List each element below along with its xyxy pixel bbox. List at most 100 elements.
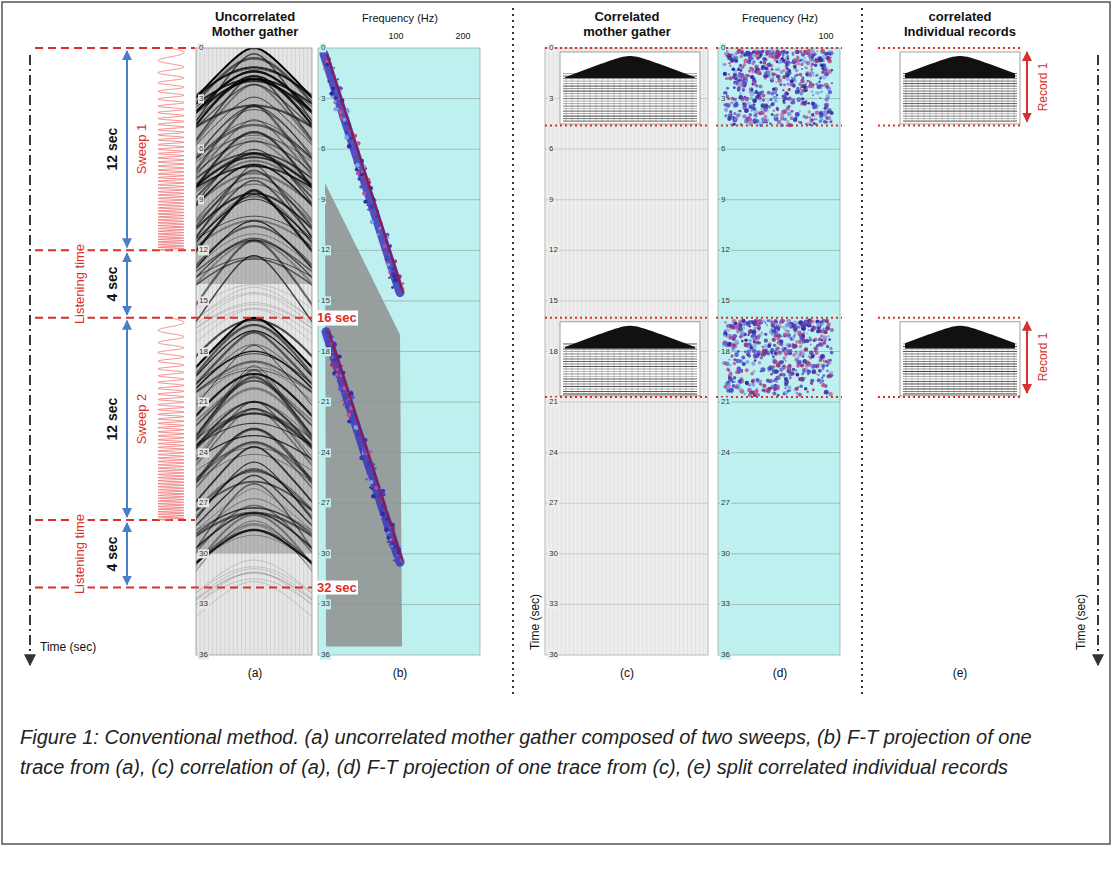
spectrum-dot	[818, 356, 820, 358]
spectrum-dot	[810, 379, 814, 383]
reflection-event	[196, 165, 312, 244]
spectrum-dot	[741, 356, 745, 360]
seismic-trace	[644, 348, 645, 393]
spectrum-dot	[805, 73, 808, 76]
seismic-trace	[662, 78, 663, 122]
record-stripe	[563, 383, 697, 384]
seismic-trace	[692, 78, 693, 122]
spectrum-dot	[792, 336, 795, 339]
record-stripe	[563, 81, 697, 82]
spectrum-dot	[815, 351, 819, 355]
spectrum-dot	[758, 330, 760, 332]
grid-line	[545, 300, 708, 301]
spectrum-dot	[341, 400, 343, 402]
spectrum-dot	[785, 360, 787, 362]
seismic-trace	[680, 78, 681, 122]
record-boundary	[545, 317, 710, 319]
spectrum-dot	[771, 68, 773, 70]
spectrum-dot	[813, 52, 817, 56]
spectrum-dot	[723, 341, 726, 344]
spectrum-dot	[357, 177, 360, 180]
spectrum-dot	[748, 113, 752, 117]
spectrum-dot	[804, 66, 807, 69]
reflection-event	[196, 572, 312, 608]
spectrum-dot	[808, 74, 812, 78]
spectrum-dot	[803, 340, 805, 342]
spectrum-dot	[768, 105, 771, 108]
spectrum-dot	[379, 233, 381, 235]
seismic-trace	[966, 78, 967, 122]
seismic-trace	[1002, 348, 1003, 393]
spectrum-dot	[752, 50, 755, 53]
spectrum-dot	[811, 369, 816, 374]
reflection-event	[196, 257, 312, 279]
spectrum-dot	[370, 220, 374, 224]
spectrum-dot	[754, 327, 757, 330]
spectrum-dot	[733, 376, 737, 380]
grid-line	[718, 553, 840, 554]
seismic-trace	[996, 78, 997, 122]
spectrum-dot	[819, 111, 823, 115]
spectrum-dot	[742, 102, 747, 107]
spectrum-dot	[399, 559, 401, 561]
correlated-record	[900, 322, 1020, 396]
spectrum-dot	[793, 58, 797, 62]
spectrum-dot	[724, 115, 726, 117]
spectrum-dot	[730, 354, 733, 357]
reflection-event	[196, 220, 312, 249]
spectrum-dot	[725, 77, 728, 80]
spectrum-dot	[753, 337, 757, 341]
reflection-event	[196, 240, 312, 310]
spectrum-dot	[334, 100, 337, 103]
spectrum-dot	[751, 110, 753, 112]
spectrum-dot	[799, 122, 802, 125]
spectrum-dot	[827, 116, 831, 120]
spectrum-dot	[762, 99, 765, 102]
seismic-trace	[620, 348, 621, 393]
spectrum-dot	[389, 269, 391, 271]
seismic-trace	[596, 348, 597, 393]
spectrum-dot	[824, 339, 827, 342]
spectrum-dot	[752, 77, 755, 80]
spectrum-dot	[728, 369, 731, 372]
spectrum-dot	[821, 339, 823, 341]
spectrum-dot	[813, 330, 815, 332]
spectrum-dot	[763, 61, 767, 65]
spectrum-dot	[762, 384, 766, 388]
seismic-trace	[924, 78, 925, 122]
spectrum-dot	[820, 354, 825, 359]
record-stripe	[563, 388, 697, 389]
spectrum-dot	[334, 365, 337, 368]
spectrum-dot	[767, 91, 771, 95]
seismic-trace	[966, 348, 967, 393]
spectrum-dot	[798, 377, 802, 381]
spectrum-dot	[726, 95, 728, 97]
spectrum-dot	[732, 56, 736, 60]
spectrum-dot	[777, 347, 780, 350]
spectrum-dot	[726, 368, 729, 371]
record-frame	[560, 52, 700, 124]
spectrum-dot	[726, 103, 731, 108]
spectrum-dot	[737, 68, 740, 71]
reflection-event	[196, 141, 312, 188]
spectrum-dot	[819, 382, 821, 384]
seismic-trace	[632, 78, 633, 122]
spectrum-dot	[772, 355, 775, 358]
spectrum-dot	[737, 87, 741, 91]
spectrum-dot	[753, 353, 758, 358]
spectrum-dot	[355, 156, 357, 158]
spectrum-dot	[804, 377, 806, 379]
reflection-event	[196, 530, 312, 566]
reflection-event	[196, 401, 312, 466]
seismic-trace	[626, 348, 627, 393]
first-arrival	[196, 318, 312, 372]
spectrum-dot	[813, 106, 816, 109]
spectrum-dot	[821, 383, 825, 387]
reflection-event	[196, 515, 312, 570]
spectrum-dot	[817, 374, 819, 376]
duration-arrow	[126, 51, 128, 247]
spectrum-dot	[742, 83, 747, 88]
spectrum-dot	[776, 107, 778, 109]
record-stripe	[563, 96, 697, 97]
